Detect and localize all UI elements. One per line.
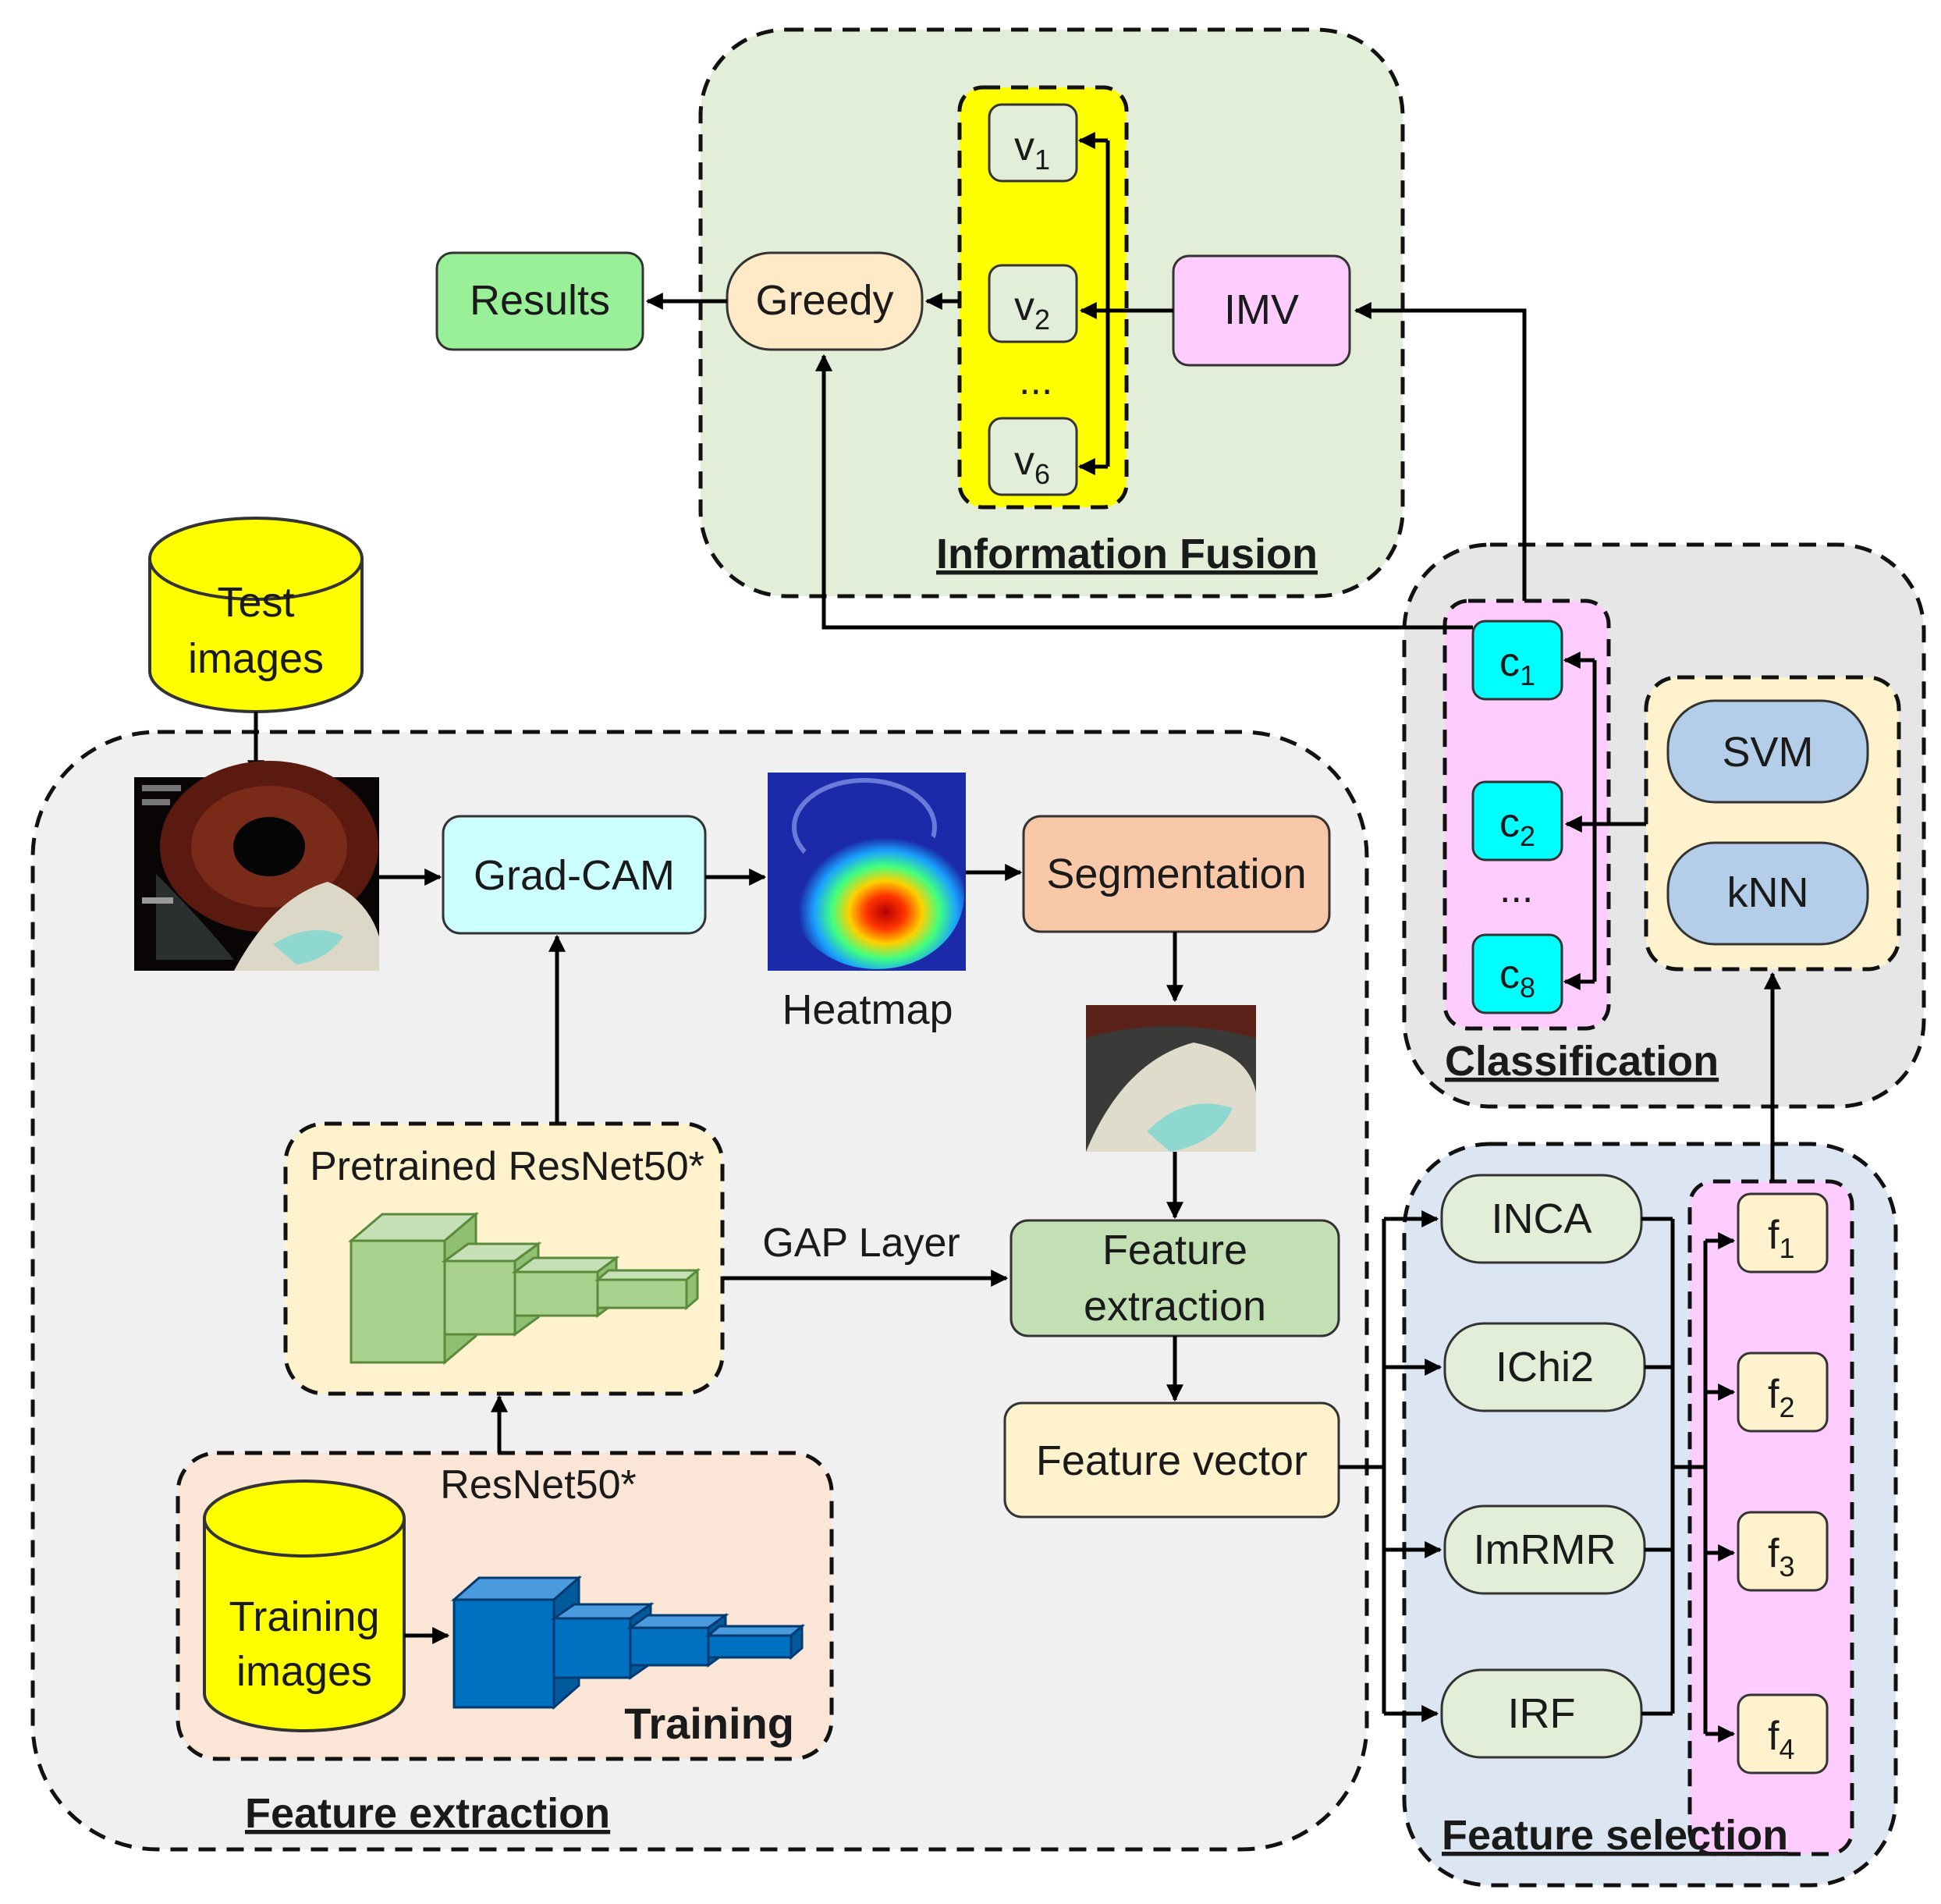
imv-label: IMV [1224,286,1299,333]
feature-extraction-label-2: extraction [1084,1283,1266,1330]
v2-box [988,264,1078,343]
heatmap-label: Heatmap [782,986,953,1033]
irf-label: IRF [1508,1690,1576,1737]
f3-box [1737,1511,1829,1592]
training-label: Training [624,1699,794,1748]
results-box [435,251,644,351]
pretrained-resnet-layers [347,1211,701,1366]
feature-vector-box [1003,1401,1340,1519]
training-images-label-2: images [236,1648,372,1695]
v6-label: v6 [1014,439,1050,490]
gradcam-label: Grad-CAM [474,852,675,899]
heatmap-image [768,773,966,971]
results-label: Results [470,277,610,324]
v6-box [988,417,1078,496]
feature-vector-label: Feature vector [1036,1437,1308,1484]
v1-box [988,103,1078,183]
information-fusion-title: Information Fusion [936,531,1318,577]
segmentation-label: Segmentation [1046,851,1306,897]
resnet50-label: ResNet50* [440,1462,636,1508]
svm-box [1666,699,1869,804]
feature-extraction-title: Feature extraction [245,1790,610,1837]
c8-label: c8 [1499,952,1535,1004]
c2-label: c2 [1499,801,1535,852]
training-images-cylinder [203,1480,406,1732]
test-images-label-1: Test [217,579,294,626]
v1-label: v1 [1014,124,1050,176]
f2-label: f2 [1768,1372,1794,1423]
gradcam-box [442,815,707,935]
c2-box [1471,780,1563,861]
test-images-label-2: images [188,635,324,682]
c1-label: c1 [1499,640,1535,691]
knn-box [1666,841,1869,946]
gap-layer-label: GAP Layer [762,1220,960,1266]
c-ellipsis: ... [1499,866,1533,911]
pretrained-resnet-label: Pretrained ResNet50* [310,1144,704,1189]
classification-title: Classification [1445,1038,1719,1085]
c1-box [1471,620,1563,701]
training-images-label-1: Training [229,1593,379,1640]
v-ellipsis: ... [1019,358,1052,403]
segmented-image [1086,1005,1256,1152]
feature-extraction-label-1: Feature [1102,1227,1247,1273]
knn-label: kNN [1727,869,1809,916]
f1-label: f1 [1768,1213,1794,1264]
svm-label: SVM [1722,729,1813,776]
c8-box [1471,933,1563,1014]
f4-box [1737,1693,1829,1774]
c-to-imv-arrow [1354,302,1527,601]
f4-label: f4 [1768,1714,1794,1765]
f2-box [1737,1352,1829,1433]
f1-box [1737,1192,1829,1273]
ichi2-label: IChi2 [1496,1344,1594,1391]
v2-label: v2 [1014,284,1050,336]
feature-selection-title: Feature selection [1442,1812,1788,1859]
test-images-cylinder [148,517,364,713]
f3-label: f3 [1768,1531,1794,1583]
inca-label: INCA [1491,1195,1591,1242]
imrmr-label: ImRMR [1474,1526,1616,1573]
endoscopy-input-image [134,761,379,971]
c-to-greedy-arrow [815,353,1473,630]
resnet50-layers [451,1575,806,1710]
greedy-label: Greedy [755,277,893,324]
